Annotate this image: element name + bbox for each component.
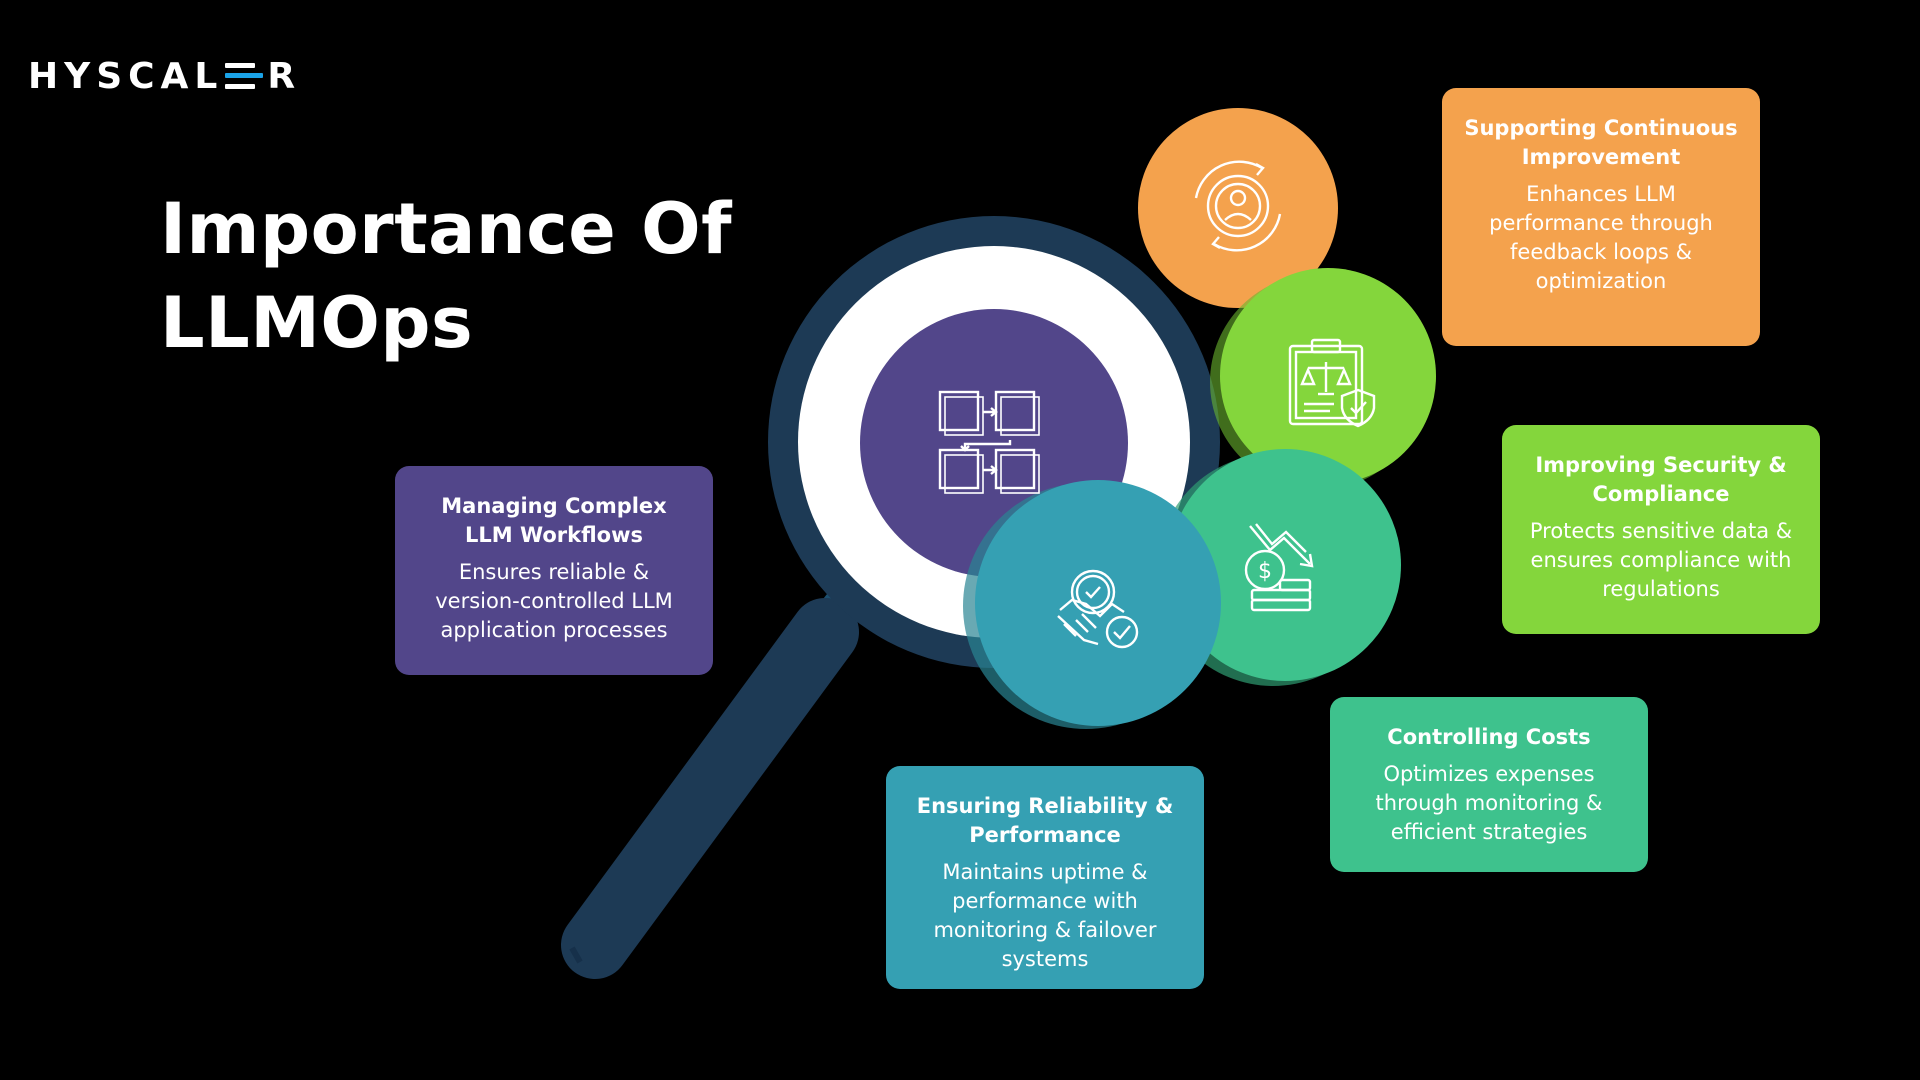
card-reliability-title: Ensuring Reliability & Performance (916, 794, 1174, 847)
card-managing-desc: Ensures reliable & version-controlled LL… (435, 560, 673, 642)
security-circle (1220, 268, 1436, 484)
card-ensuring-reliability: Ensuring Reliability & Performance Maint… (886, 766, 1204, 989)
card-improving-security: Improving Security & Compliance Protects… (1502, 425, 1820, 634)
reliability-circle (975, 480, 1221, 726)
card-security-desc: Protects sensitive data & ensures compli… (1529, 519, 1793, 601)
card-continuous-title: Supporting Continuous Improvement (1464, 116, 1738, 169)
card-reliability-desc: Maintains uptime & performance with moni… (933, 860, 1157, 971)
handshake-clock-icon (1057, 569, 1139, 649)
card-costs-desc: Optimizes expenses through monitoring & … (1375, 762, 1603, 844)
card-costs-title: Controlling Costs (1387, 725, 1591, 749)
costs-circle (1169, 449, 1401, 681)
card-security-title: Improving Security & Compliance (1535, 453, 1787, 506)
svg-text:$: $ (1258, 559, 1272, 584)
compliance-clipboard-icon (1288, 338, 1376, 428)
logo-text-prefix: HYSCAL (28, 56, 224, 97)
continuous-circle (1138, 108, 1338, 308)
cost-reduction-icon: $ (1244, 523, 1314, 612)
page-title: Importance Of LLMOps (160, 182, 732, 370)
logo-e-glyph-icon (225, 62, 264, 90)
magnifier-handle (561, 586, 863, 979)
card-continuous-desc: Enhances LLM performance through feedbac… (1489, 182, 1713, 293)
page-title-line1: Importance Of (160, 188, 733, 270)
card-controlling-costs: Controlling Costs Optimizes expenses thr… (1330, 697, 1648, 872)
card-managing-title: Managing Complex LLM Workflows (441, 494, 667, 547)
brand-logo: HYSCAL R (28, 56, 301, 97)
card-continuous-improvement: Supporting Continuous Improvement Enhanc… (1442, 88, 1760, 346)
logo-text-suffix: R (267, 56, 302, 97)
workflow-icon (938, 390, 1040, 494)
gear-cycle-icon (1194, 160, 1282, 252)
page-title-line2: LLMOps (160, 282, 474, 364)
card-managing-workflows: Managing Complex LLM Workflows Ensures r… (395, 466, 713, 675)
